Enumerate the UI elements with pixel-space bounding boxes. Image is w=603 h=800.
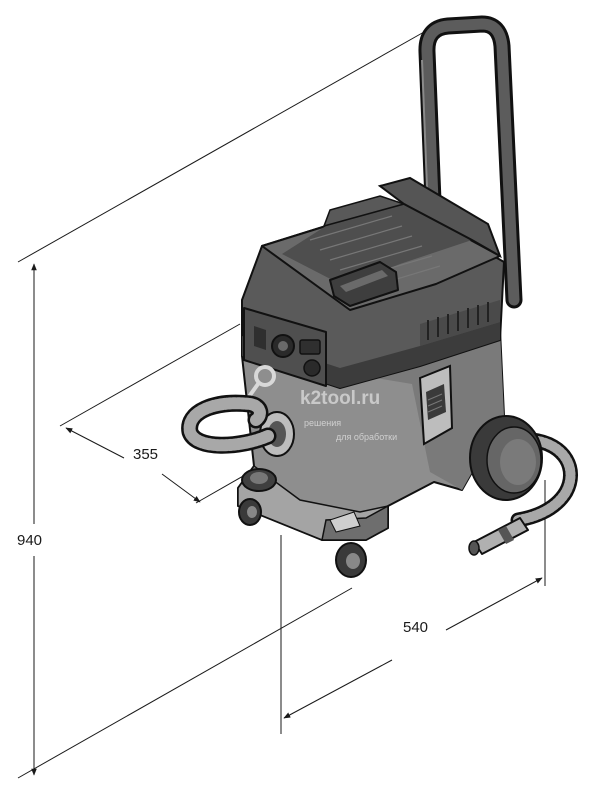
depth-dimension-line-b — [161, 473, 201, 503]
height-extension-bottom — [17, 587, 353, 779]
width-dimension-line-b — [445, 577, 543, 631]
suction-hose — [181, 394, 277, 454]
container-cap — [241, 468, 277, 492]
watermark-brand: k2tool.ru — [300, 388, 380, 409]
depth-dimension-line-a — [65, 427, 125, 459]
vacuum-cleaner-illustration: k2tool.ru решения для обработки — [181, 15, 578, 578]
height-label: 940 — [17, 532, 42, 549]
width-dimension-line-a — [283, 659, 393, 719]
motor-head — [241, 176, 505, 389]
extension-hose — [468, 432, 578, 556]
watermark: k2tool.ru решения для обработки — [246, 365, 397, 442]
width-label: 540 — [403, 619, 428, 636]
depth-extension-back — [59, 323, 241, 427]
depth-label: 355 — [133, 446, 158, 463]
watermark-tagline-1: решения — [304, 418, 341, 428]
small-knob — [303, 359, 321, 377]
caster-wheels — [238, 498, 367, 578]
dimension-labels: 940 355 540 — [17, 446, 428, 636]
height-extension-top — [17, 31, 425, 263]
rear-wheel — [469, 415, 543, 501]
watermark-tagline-2: для обработки — [336, 432, 397, 442]
